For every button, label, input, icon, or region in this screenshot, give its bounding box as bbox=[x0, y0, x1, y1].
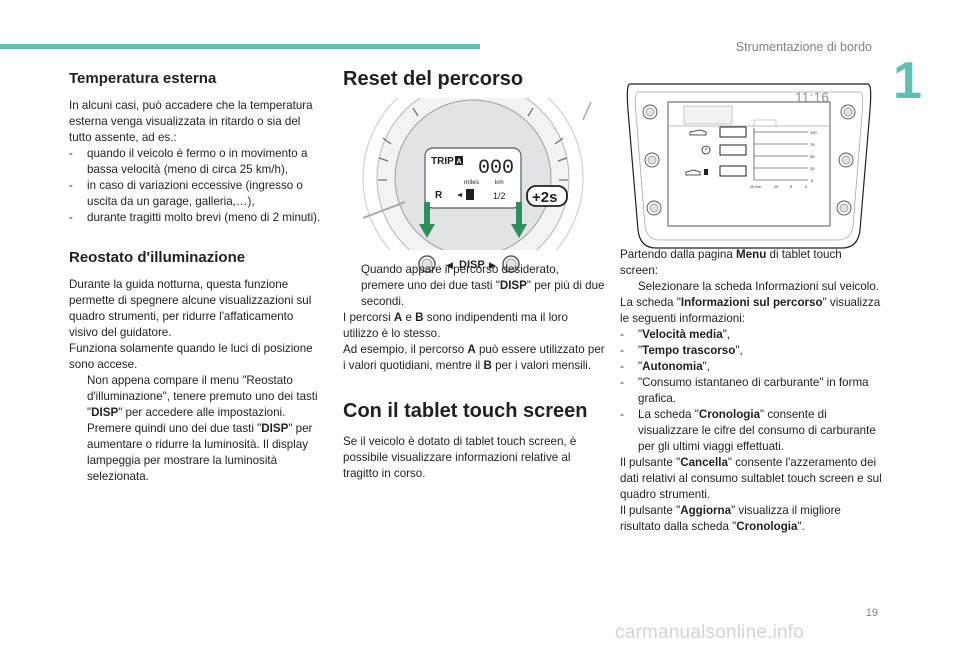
right-knobs bbox=[836, 104, 856, 216]
tablet-intro: Partendo dalla pagina Menu di tablet tou… bbox=[620, 248, 842, 277]
cancel-p: Il pulsante "Cancella" consente l'azzera… bbox=[620, 456, 882, 501]
reost-p2: Funziona solamente quando le luci di pos… bbox=[69, 342, 313, 371]
left-knobs bbox=[642, 104, 662, 216]
fuel-pump-icon bbox=[457, 189, 474, 200]
trip-tag: A bbox=[457, 159, 462, 166]
bullet-item: Non appena compare il menu "Reostato d'i… bbox=[87, 374, 318, 419]
page-number: 19 bbox=[865, 607, 878, 619]
elapsed-time-icon bbox=[701, 145, 711, 155]
trip-label: TRIP bbox=[431, 156, 454, 167]
header-accent-bar bbox=[0, 44, 480, 49]
left-down-arrow-icon bbox=[419, 202, 435, 238]
list-item: -"Autonomia", bbox=[620, 360, 711, 373]
clock-display: 11:16 bbox=[795, 89, 829, 105]
trip-reset-figure: TRIP A 000 miles km R 1/2 +2s bbox=[343, 98, 603, 278]
unit-miles: miles bbox=[464, 179, 480, 186]
tablet-p: Se il veicolo è dotato di tablet touch s… bbox=[343, 435, 577, 480]
svg-text:50: 50 bbox=[810, 154, 815, 159]
arrow-right-icon: ▶ bbox=[489, 261, 496, 271]
svg-text:100: 100 bbox=[810, 130, 817, 135]
instrument-cluster-illustration: TRIP A 000 miles km R 1/2 +2s bbox=[343, 98, 603, 273]
trip-info-p: La scheda "Informazioni sul percorso" vi… bbox=[620, 296, 881, 325]
r-label: R bbox=[435, 190, 443, 201]
right-down-arrow-icon bbox=[511, 202, 527, 238]
list-item: -La scheda "Cronologia" consente di visu… bbox=[620, 408, 876, 453]
average-speed-icon bbox=[689, 129, 707, 136]
consumption-graph bbox=[753, 128, 808, 181]
hold-badge: +2s bbox=[526, 185, 568, 207]
unit-km: km bbox=[495, 179, 504, 186]
heading-tablet: Con il tablet touch screen bbox=[343, 400, 588, 422]
reset-p2: Ad esempio, il percorso A può essere uti… bbox=[343, 343, 605, 372]
range-icon bbox=[685, 169, 708, 176]
column-right: Partendo dalla pagina Menu di tablet tou… bbox=[620, 247, 882, 535]
list-item: -in caso di variazioni eccessive (ingres… bbox=[69, 179, 303, 208]
section-title: Strumentazione di bordo bbox=[735, 40, 872, 54]
chapter-number: 1 bbox=[893, 52, 922, 110]
svg-text:10: 10 bbox=[774, 185, 778, 189]
disp-right-knob-icon bbox=[502, 255, 520, 273]
disp-left-knob-icon bbox=[418, 255, 436, 273]
heading-temperatura-esterna: Temperatura esterna bbox=[69, 70, 217, 87]
trip-digits: 000 bbox=[478, 157, 514, 180]
list-item: -durante tragitti molto brevi (meno di 2… bbox=[69, 211, 321, 224]
column-middle-heading: Reset del percorso bbox=[343, 67, 603, 91]
list-item: -"Tempo trascorso", bbox=[620, 344, 743, 357]
svg-text:1/2: 1/2 bbox=[493, 191, 506, 201]
heading-reset-percorso: Reset del percorso bbox=[343, 68, 524, 90]
svg-text:5: 5 bbox=[790, 185, 792, 189]
arrow-left-icon: ◀ bbox=[446, 261, 453, 271]
hold-label: +2s bbox=[532, 189, 557, 206]
touch-screen-figure: 11:16 100 75 50 25 0 10 min 10 bbox=[620, 80, 878, 252]
svg-text:0: 0 bbox=[805, 185, 807, 189]
touch-screen-illustration: 11:16 100 75 50 25 0 10 min 10 bbox=[626, 83, 872, 249]
watermark: carmanualsonline.info bbox=[615, 622, 805, 643]
update-p: Il pulsante "Aggiorna" visualizza il mig… bbox=[620, 504, 841, 533]
disp-label: DISP bbox=[459, 259, 485, 271]
reset-p1: I percorsi A e B sono indipendenti ma il… bbox=[343, 311, 568, 340]
bullet-item: Selezionare la scheda Informazioni sul v… bbox=[638, 280, 880, 293]
svg-text:0: 0 bbox=[811, 178, 814, 183]
heading-reostato: Reostato d'illuminazione bbox=[69, 249, 246, 266]
list-item: -"Velocità media", bbox=[620, 328, 731, 341]
svg-text:10 min: 10 min bbox=[750, 185, 761, 189]
svg-text:25: 25 bbox=[810, 166, 815, 171]
column-left: Temperatura esterna In alcuni casi, può … bbox=[69, 70, 325, 485]
temp-intro: In alcuni casi, può accadere che la temp… bbox=[69, 99, 313, 144]
reost-p1: Durante la guida notturna, questa funzio… bbox=[69, 278, 312, 339]
list-item: -"Consumo istantaneo di carburante" in f… bbox=[620, 376, 869, 405]
list-item: -quando il veicolo è fermo o in moviment… bbox=[69, 147, 308, 176]
column-middle: Quando appare il percorso desiderato, pr… bbox=[343, 262, 605, 482]
bullet-item: Quando appare il percorso desiderato, pr… bbox=[361, 263, 605, 308]
svg-text:75: 75 bbox=[810, 142, 815, 147]
bullet-item: Premere quindi uno dei due tasti "DISP" … bbox=[87, 422, 313, 483]
